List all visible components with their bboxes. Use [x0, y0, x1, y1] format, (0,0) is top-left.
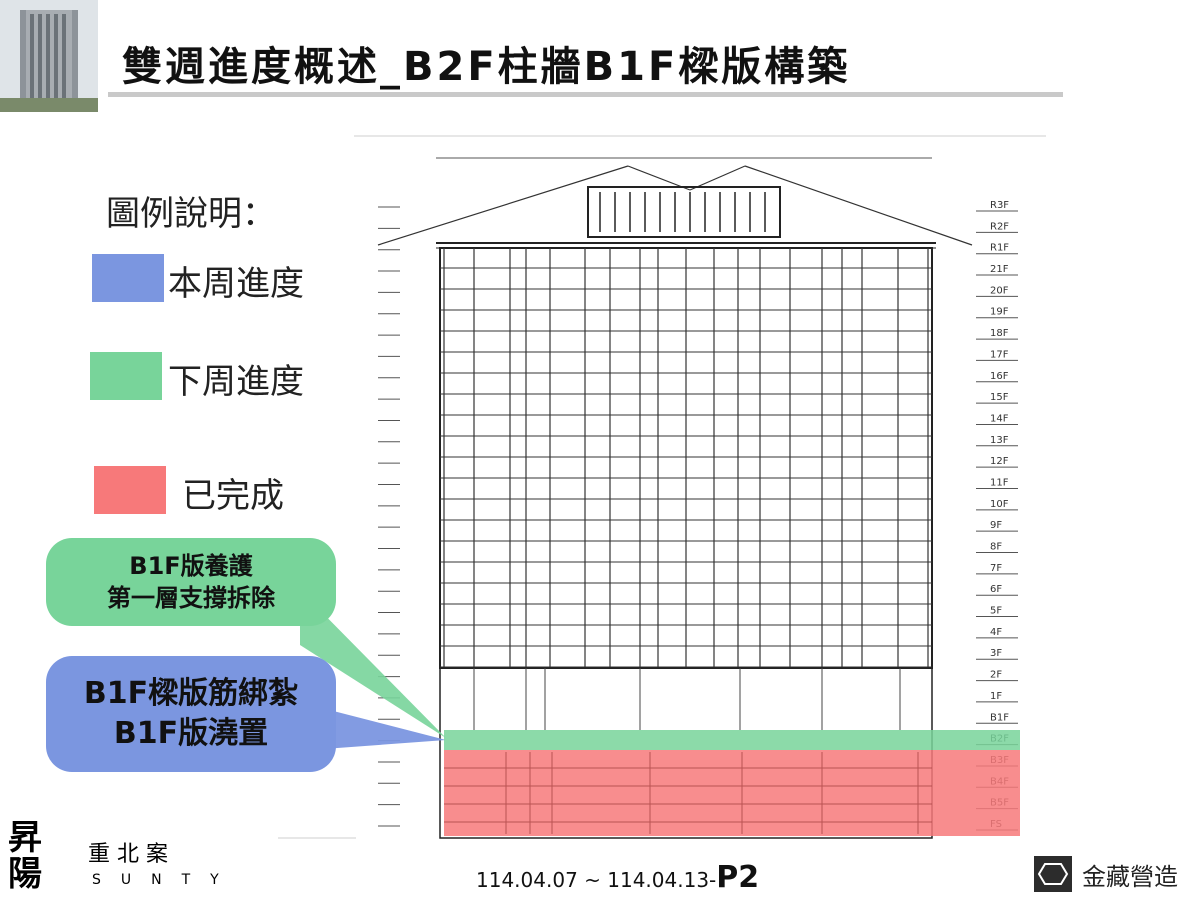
- floor-label-19f: 19F: [990, 307, 1009, 318]
- floor-label-18f: 18F: [990, 328, 1009, 339]
- page-number: P2: [716, 860, 760, 895]
- floor-label-8f: 8F: [990, 542, 1002, 553]
- floor-label-b1f: B1F: [990, 712, 1009, 723]
- company-logo-icon: [1034, 856, 1072, 892]
- floor-label-10f: 10F: [990, 499, 1009, 510]
- floor-label-3f: 3F: [990, 648, 1002, 659]
- callout-next-week: B1F版養護 第一層支撐拆除: [46, 538, 336, 626]
- floor-label-15f: 15F: [990, 392, 1009, 403]
- floor-label-12f: 12F: [990, 456, 1009, 467]
- report-period: 114.04.07 ~ 114.04.13-P2: [476, 860, 759, 895]
- callout-next-week-line-1: B1F版養護: [129, 552, 253, 580]
- brand-project-name: 重 北 案: [88, 842, 168, 867]
- callout-next-week-line-2: 第一層支撐拆除: [107, 584, 275, 612]
- callout-this-week: B1F樑版筋綁紮 B1F版澆置: [46, 656, 336, 772]
- legend-label-completed: 已完成: [182, 476, 284, 516]
- floor-label-r2f: R2F: [990, 221, 1009, 232]
- floor-label-17f: 17F: [990, 349, 1009, 360]
- floor-label-2f: 2F: [990, 670, 1002, 681]
- floor-label-11f: 11F: [990, 477, 1009, 488]
- floor-label-13f: 13F: [990, 435, 1009, 446]
- floor-label-4f: 4F: [990, 627, 1002, 638]
- floor-label-7f: 7F: [990, 563, 1002, 574]
- floor-label-1f: 1F: [990, 691, 1002, 702]
- floor-label-5f: 5F: [990, 606, 1002, 617]
- page-title: 雙週進度概述_B2F柱牆B1F樑版構築: [122, 44, 851, 90]
- company-name: 金藏營造: [1082, 862, 1178, 891]
- floor-label-20f: 20F: [990, 285, 1009, 296]
- title-underline: [108, 92, 1063, 97]
- legend-label-this-week: 本周進度: [168, 264, 304, 304]
- report-dates: 114.04.07 ~ 114.04.13-: [476, 868, 717, 892]
- legend-label-next-week: 下周進度: [168, 362, 304, 402]
- callout-this-week-line-1: B1F樑版筋綁紮: [83, 676, 299, 711]
- legend-heading: 圖例說明：: [106, 194, 276, 234]
- floor-label-21f: 21F: [990, 264, 1009, 275]
- brand-english-name: SUNTY: [92, 872, 239, 888]
- floor-label-14f: 14F: [990, 413, 1009, 424]
- brand-chinese-name: 昇陽: [8, 818, 44, 894]
- floor-label-9f: 9F: [990, 520, 1002, 531]
- building-thumbnail: [0, 0, 98, 112]
- floor-label-r3f: R3F: [990, 200, 1009, 211]
- company-brand: 金藏營造: [1034, 856, 1178, 892]
- legend-swatch-next-week: [90, 352, 162, 400]
- sunty-brand-logo: 昇陽 重 北 案 SUNTY: [8, 816, 219, 896]
- floor-label-r1f: R1F: [990, 243, 1009, 254]
- floor-label-6f: 6F: [990, 584, 1002, 595]
- callout-this-week-line-2: B1F版澆置: [113, 716, 269, 751]
- progress-next-week: [444, 730, 1020, 750]
- legend-swatch-this-week: [92, 254, 164, 302]
- floor-label-16f: 16F: [990, 371, 1009, 382]
- legend-swatch-completed: [94, 466, 166, 514]
